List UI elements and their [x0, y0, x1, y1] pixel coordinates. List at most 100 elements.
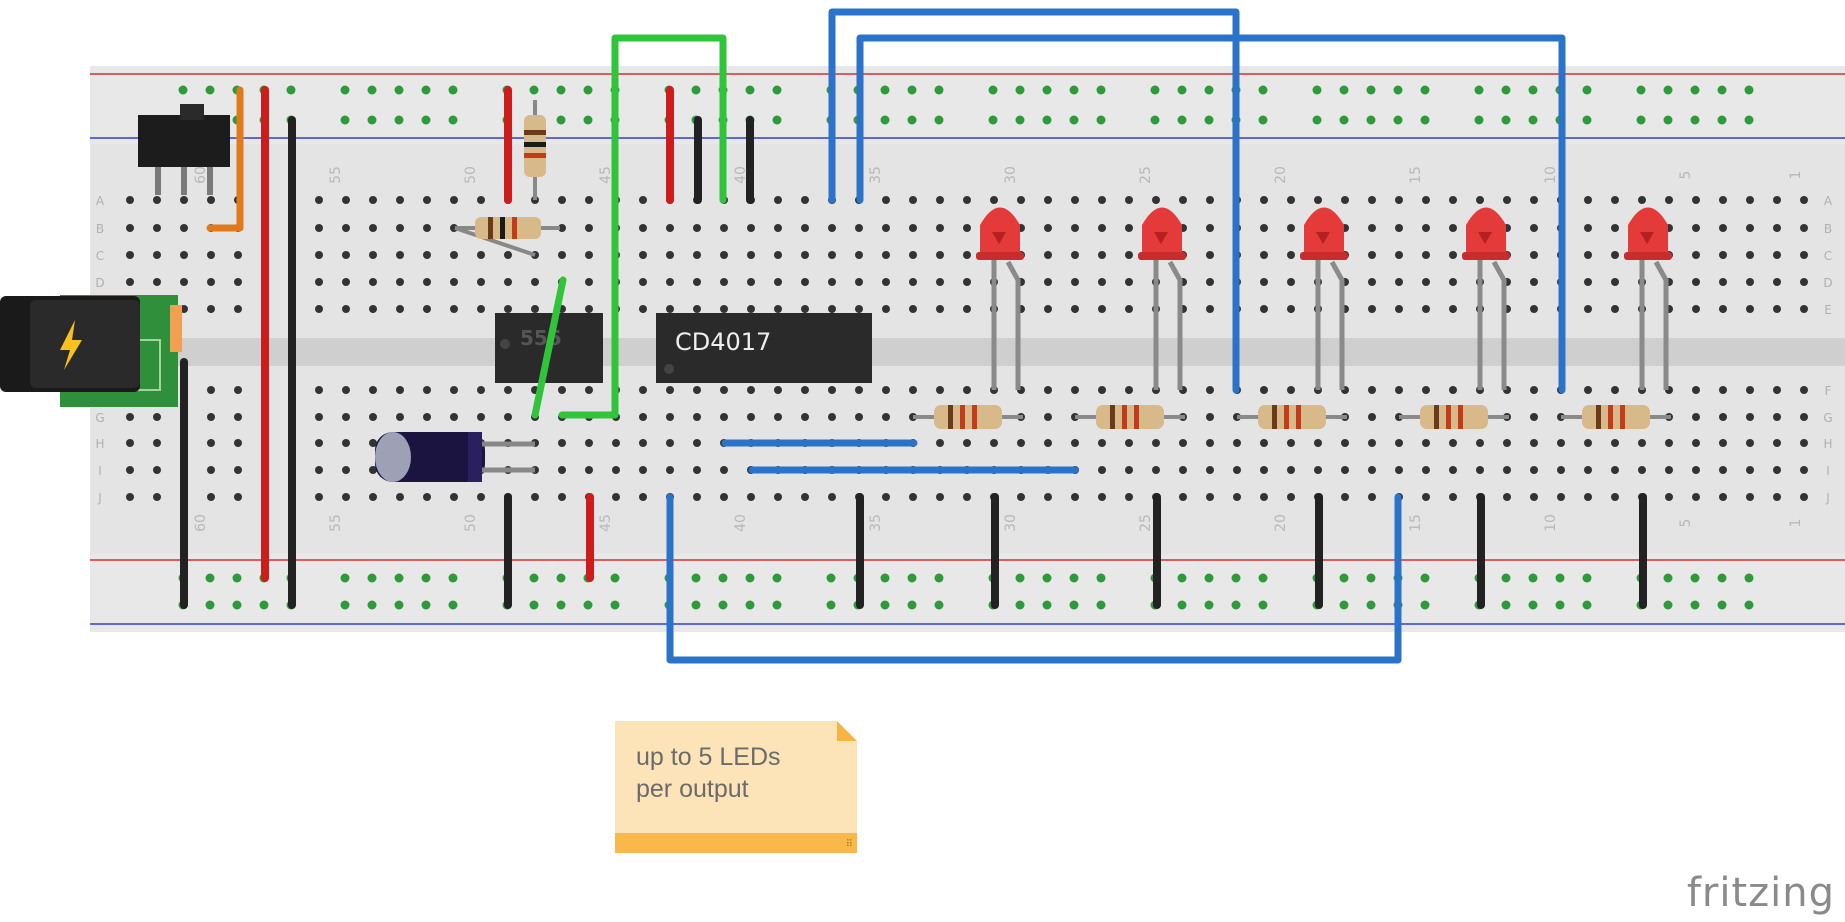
breadboard-hole — [1746, 251, 1754, 259]
breadboard-hole — [1611, 439, 1619, 447]
rail-hole — [1717, 85, 1727, 95]
breadboard-hole — [1206, 251, 1214, 259]
breadboard-hole — [504, 413, 512, 421]
row-letter: G — [1823, 411, 1832, 425]
breadboard-hole — [1719, 251, 1727, 259]
breadboard-hole — [1557, 493, 1565, 501]
rail-hole — [1366, 600, 1376, 610]
breadboard-hole — [666, 466, 674, 474]
rail-hole — [745, 600, 755, 610]
rail-hole — [232, 600, 242, 610]
resistor — [1075, 405, 1185, 429]
led-ground-wires — [991, 493, 1647, 609]
breadboard-hole — [1449, 278, 1457, 286]
breadboard-hole — [1152, 439, 1160, 447]
slide-switch — [138, 104, 230, 195]
breadboard-hole — [1719, 386, 1727, 394]
breadboard-hole — [1206, 305, 1214, 313]
note-resize-grip-icon[interactable]: ⠿ — [845, 839, 853, 850]
row-letter: H — [95, 437, 104, 451]
breadboard-hole — [369, 196, 377, 204]
breadboard-hole — [1395, 305, 1403, 313]
column-number: 25 — [1138, 166, 1154, 184]
rail-hole — [1312, 115, 1322, 125]
breadboard-hole — [1071, 278, 1079, 286]
breadboard-hole — [1638, 466, 1646, 474]
breadboard-hole — [828, 305, 836, 313]
breadboard-hole — [1071, 224, 1079, 232]
breadboard-hole — [963, 386, 971, 394]
wire-orange — [206, 86, 244, 232]
breadboard-hole — [1584, 196, 1592, 204]
breadboard-hole — [801, 493, 809, 501]
breadboard-hole — [315, 278, 323, 286]
breadboard-hole — [1449, 386, 1457, 394]
note-callout[interactable]: up to 5 LEDs per output ⠿ — [615, 721, 857, 853]
breadboard-hole — [1314, 439, 1322, 447]
breadboard-hole — [1017, 196, 1025, 204]
breadboard-hole — [828, 224, 836, 232]
breadboard-hole — [180, 278, 188, 286]
breadboard-hole — [315, 386, 323, 394]
breadboard-hole — [1692, 278, 1700, 286]
breadboard-hole — [1530, 305, 1538, 313]
breadboard-hole — [1584, 466, 1592, 474]
breadboard-hole — [477, 196, 485, 204]
breadboard-hole — [1422, 493, 1430, 501]
rail-hole — [583, 115, 593, 125]
breadboard-hole — [1449, 439, 1457, 447]
breadboard-hole — [1449, 196, 1457, 204]
breadboard-hole — [1125, 224, 1133, 232]
breadboard-hole — [1368, 305, 1376, 313]
row-letter: A — [1824, 194, 1833, 208]
rail-hole — [907, 85, 917, 95]
breadboard-hole — [1503, 196, 1511, 204]
breadboard-hole — [1179, 196, 1187, 204]
rail-hole — [1339, 85, 1349, 95]
breadboard-hole — [450, 493, 458, 501]
breadboard-hole — [450, 251, 458, 259]
breadboard-hole — [801, 305, 809, 313]
rail-hole — [556, 600, 566, 610]
breadboard-hole — [990, 196, 998, 204]
column-number: 30 — [1003, 514, 1019, 532]
breadboard-hole — [423, 251, 431, 259]
column-number: 5 — [1678, 519, 1694, 528]
breadboard-hole — [1152, 466, 1160, 474]
breadboard-hole — [1611, 251, 1619, 259]
rail-hole — [745, 573, 755, 583]
rail-hole — [1420, 85, 1430, 95]
breadboard-hole — [801, 251, 809, 259]
column-number: 60 — [193, 166, 209, 184]
breadboard-hole — [234, 413, 242, 421]
breadboard-hole — [1098, 278, 1106, 286]
breadboard-hole — [396, 305, 404, 313]
breadboard-hole — [369, 278, 377, 286]
breadboard-hole — [1044, 278, 1052, 286]
breadboard-hole — [423, 305, 431, 313]
breadboard-hole — [963, 305, 971, 313]
breadboard-hole — [828, 413, 836, 421]
wire-group — [180, 8, 1566, 664]
rail-hole — [1042, 115, 1052, 125]
rail-hole — [448, 573, 458, 583]
breadboard-hole — [1071, 196, 1079, 204]
breadboard-hole — [450, 413, 458, 421]
breadboard-hole — [369, 413, 377, 421]
breadboard-hole — [234, 386, 242, 394]
breadboard-hole — [207, 196, 215, 204]
rail-hole — [394, 115, 404, 125]
rail-hole — [556, 85, 566, 95]
breadboard-hole — [1233, 466, 1241, 474]
led — [1624, 207, 1672, 390]
breadboard-hole — [666, 413, 674, 421]
rail-hole — [880, 600, 890, 610]
rail-hole — [610, 573, 620, 583]
rail-hole — [1420, 573, 1430, 583]
rail-hole — [556, 573, 566, 583]
breadboard-hole — [1260, 196, 1268, 204]
rail-hole — [988, 115, 998, 125]
rail-hole — [880, 115, 890, 125]
breadboard-hole — [558, 386, 566, 394]
breadboard-hole — [1584, 439, 1592, 447]
